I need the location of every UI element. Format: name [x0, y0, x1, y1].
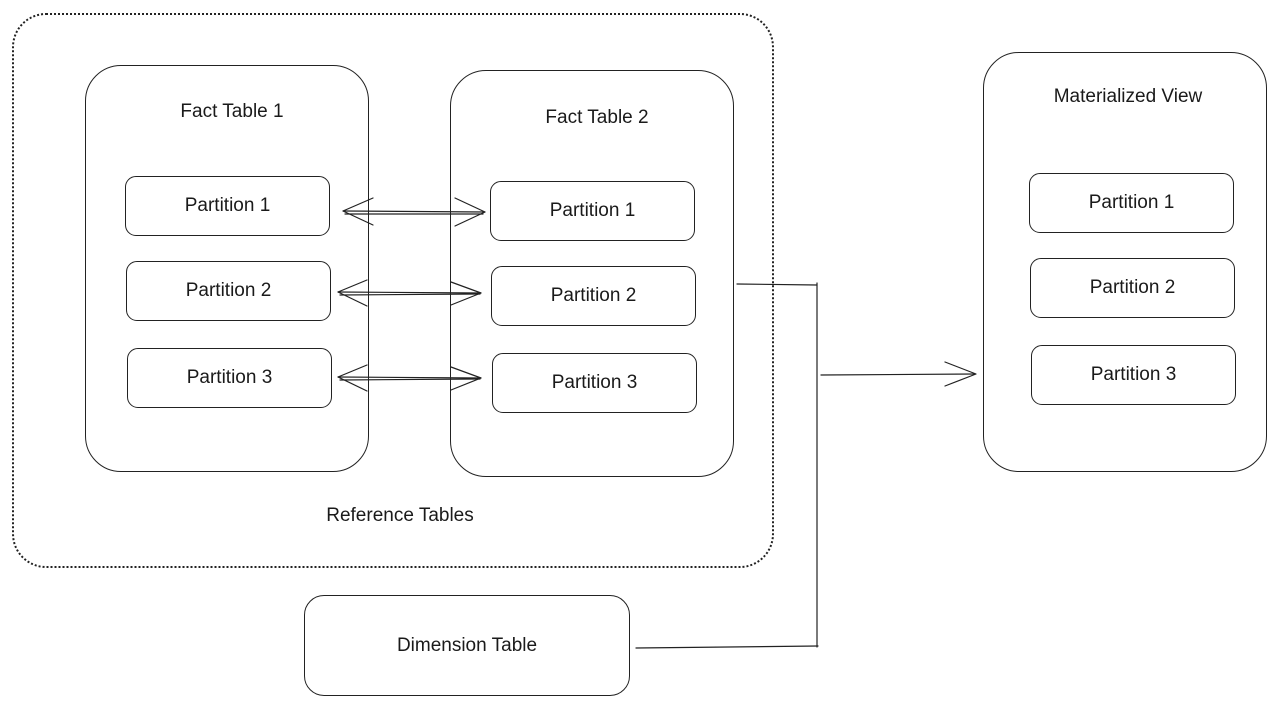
materialized-view-partition-2: Partition 2	[1030, 258, 1235, 318]
reference-tables-group	[12, 13, 774, 568]
fact-table-1-partition-3: Partition 3	[127, 348, 332, 408]
reference-tables-label: Reference Tables	[326, 505, 474, 526]
partition-2-bidirectional-arrow	[337, 279, 482, 307]
materialized-view-partition-3: Partition 3	[1031, 345, 1236, 405]
fact-table-1-title: Fact Table 1	[180, 101, 284, 122]
fact-table-1-partition-2: Partition 2	[126, 261, 331, 321]
fact-table-2-partition-3: Partition 3	[492, 353, 697, 413]
partition-3-bidirectional-arrow	[337, 364, 482, 392]
fact-table-2-partition-1: Partition 1	[490, 181, 695, 241]
materialized-view-title: Materialized View	[1053, 86, 1203, 107]
join-connector	[635, 282, 977, 649]
fact-table-1-partition-1: Partition 1	[125, 176, 330, 236]
fact-table-2-title: Fact Table 2	[545, 107, 649, 128]
dimension-table: Dimension Table	[304, 595, 630, 696]
materialized-view-partition-1: Partition 1	[1029, 173, 1234, 233]
partition-1-bidirectional-arrow	[342, 197, 486, 227]
fact-table-2-partition-2: Partition 2	[491, 266, 696, 326]
